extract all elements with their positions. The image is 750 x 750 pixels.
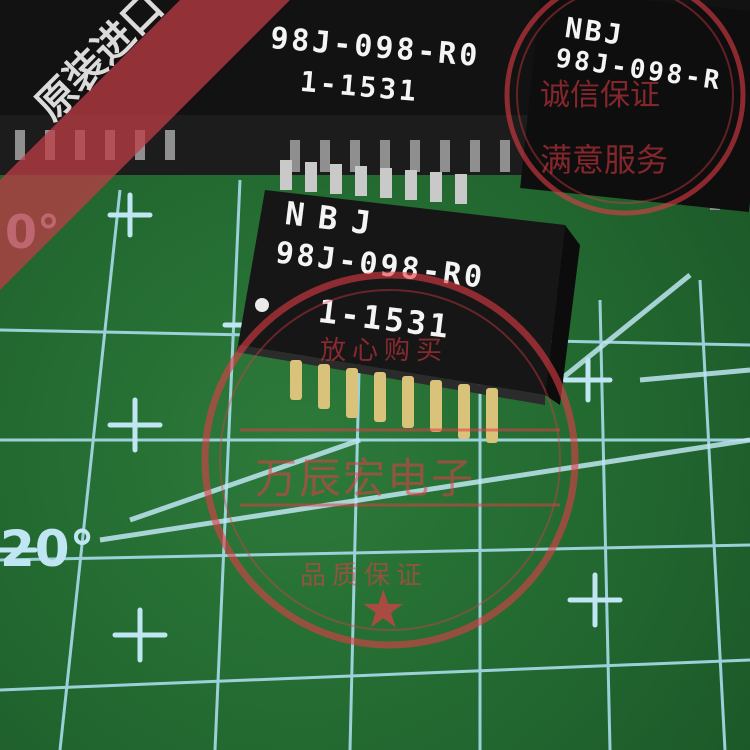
stamp-center-ring-top: 放心购买	[320, 336, 449, 366]
stamp-top-right-middle: 诚信保证	[540, 78, 660, 113]
stamp-center-ring-bottom: 品质保证	[300, 561, 429, 591]
mat-angle-label-bottom: 20°	[0, 520, 95, 578]
stamp-center-company: 万辰宏电子	[255, 454, 476, 503]
stamp-top-right-text: 满意服务	[540, 141, 669, 179]
stamp-center-star-icon: ★	[360, 580, 407, 640]
